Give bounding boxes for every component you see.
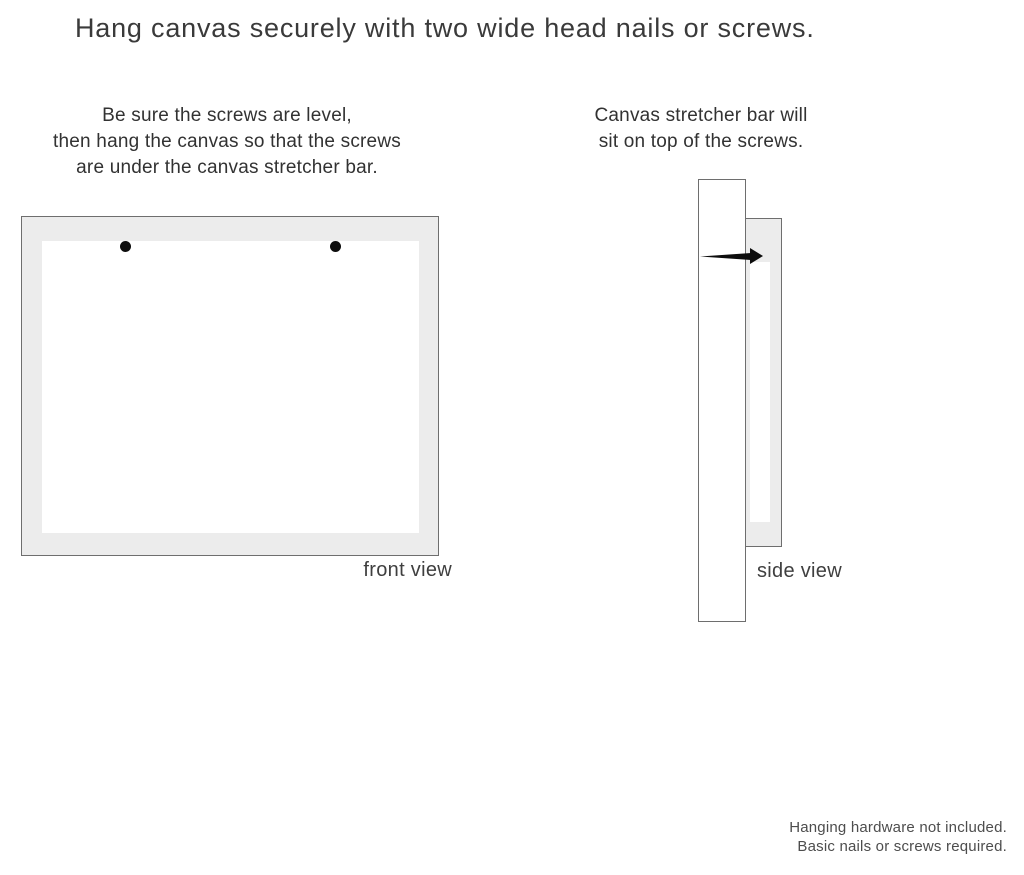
side-canvas-inner-area (750, 262, 770, 522)
side-view-instructions: Canvas stretcher bar will sit on top of … (541, 103, 861, 155)
instruction-line: Canvas stretcher bar will (594, 105, 808, 126)
page-title: Hang canvas securely with two wide head … (75, 13, 815, 43)
instruction-line: are under the canvas stretcher bar. (76, 157, 378, 178)
side-view-canvas (744, 218, 782, 547)
stretcher-bar (698, 179, 746, 622)
front-view-label: front view (363, 559, 452, 581)
side-view-label: side view (757, 560, 842, 582)
front-view-canvas (21, 216, 439, 556)
screw-dot-left (120, 241, 131, 252)
instruction-line: then hang the canvas so that the screws (53, 131, 401, 152)
disclaimer-line: Basic nails or screws required. (797, 837, 1007, 855)
instruction-line: sit on top of the screws. (598, 131, 804, 152)
screw-dot-right (330, 241, 341, 252)
front-view-instructions: Be sure the screws are level, then hang … (17, 103, 437, 181)
disclaimer-line: Hanging hardware not included. (789, 819, 1007, 836)
hardware-disclaimer: Hanging hardware not included. Basic nai… (789, 819, 1007, 856)
instruction-line: Be sure the screws are level, (102, 105, 352, 126)
canvas-inner-area (42, 241, 419, 533)
nail-icon (700, 248, 763, 264)
